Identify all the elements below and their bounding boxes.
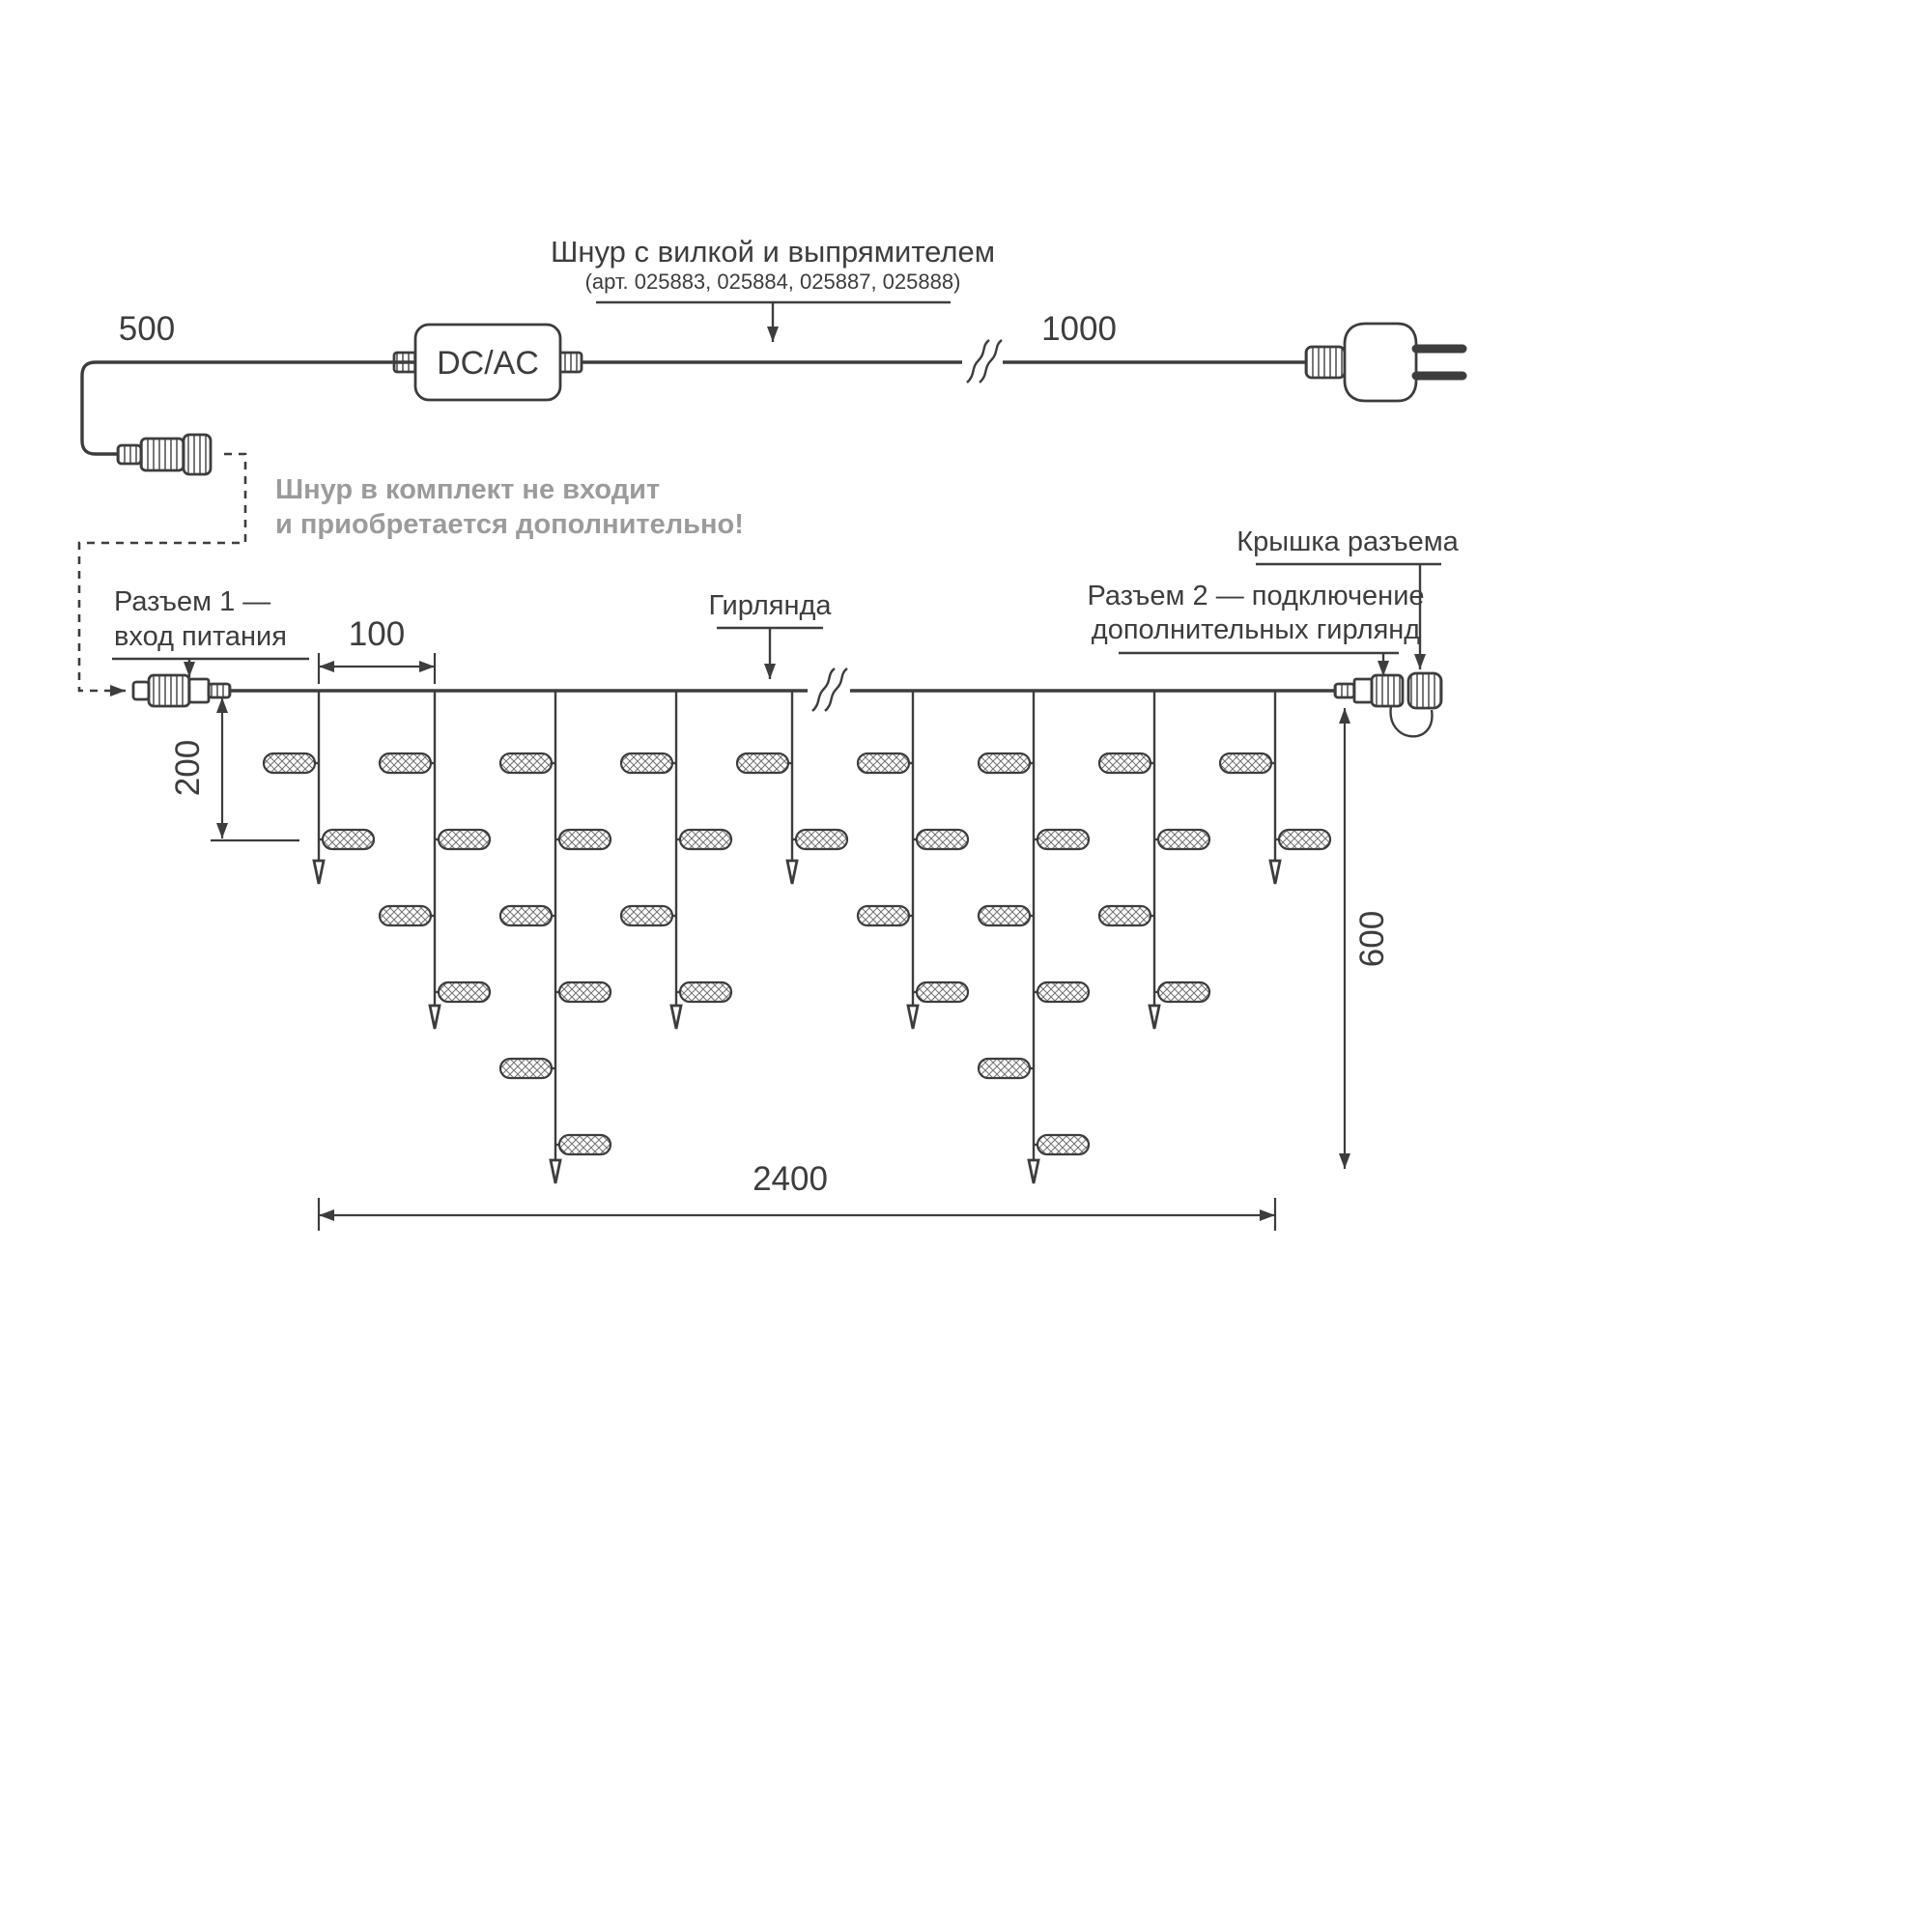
led-bulb xyxy=(557,828,612,851)
led-bulb xyxy=(977,752,1032,775)
drop-tip xyxy=(785,859,799,885)
power-plug xyxy=(1304,322,1467,403)
cap-tether xyxy=(1389,705,1434,738)
led-bulb xyxy=(1097,904,1152,927)
led-bulb xyxy=(1036,828,1091,851)
connector1-nut xyxy=(187,677,211,704)
cord-break-mark-top xyxy=(962,339,1003,384)
connector-cap xyxy=(1406,671,1443,710)
connector1-body xyxy=(147,673,191,708)
connector-cap-ring xyxy=(182,433,213,476)
converter-label: DC/AC xyxy=(437,345,539,382)
drop-tip xyxy=(549,1158,562,1184)
drop-tip xyxy=(428,1004,441,1030)
garland-drops xyxy=(262,691,1332,1184)
dim-600: 600 xyxy=(1339,708,1391,1169)
connector2-label-line2: дополнительных гирлянд xyxy=(1092,614,1421,645)
connector-2 xyxy=(1333,671,1443,738)
dim-100: 100 xyxy=(317,615,437,684)
converter-box xyxy=(413,323,562,402)
led-bulb xyxy=(321,828,376,851)
cord-title: Шнур с вилкой и выпрямителем xyxy=(551,235,995,269)
led-bulb xyxy=(1097,752,1152,775)
connector2-label-line1: Разъем 2 — подключение xyxy=(1087,581,1424,611)
led-bulb xyxy=(678,828,733,851)
led-bulb xyxy=(1218,752,1273,775)
led-bulb xyxy=(735,752,790,775)
led-bulb xyxy=(915,828,970,851)
dim-2400-label: 2400 xyxy=(753,1160,828,1198)
led-bulb xyxy=(678,980,733,1004)
plug-body xyxy=(1343,322,1418,403)
connector2-gland xyxy=(1333,682,1356,699)
dim-200-label: 200 xyxy=(169,740,207,796)
led-bulb xyxy=(856,752,911,775)
cord-articles: (арт. 025883, 025884, 025887, 025888) xyxy=(585,270,961,294)
connector2-nut xyxy=(1352,677,1374,704)
led-bulb xyxy=(557,980,612,1004)
connector-gland xyxy=(116,443,143,466)
cap-label: Крышка разъема xyxy=(1236,526,1459,557)
drop-tip xyxy=(906,1004,920,1030)
power-cord-assembly: DC/AC 500 1000 Шнур с вилкой и выпрямите… xyxy=(77,235,1467,696)
cord-500-connector xyxy=(116,433,213,476)
led-bulb xyxy=(619,752,674,775)
cord-break-mark-garland xyxy=(808,668,850,712)
drop-tip xyxy=(312,859,326,885)
led-bulb xyxy=(794,828,849,851)
dim-1000-label: 1000 xyxy=(1041,310,1117,348)
connector-body xyxy=(139,437,185,472)
led-bulb xyxy=(1036,1133,1091,1156)
dim-200: 200 xyxy=(169,697,299,842)
converter-stub-left xyxy=(392,351,419,374)
led-bulb xyxy=(977,904,1032,927)
garland: Разъем 1 — вход питания Гирлянда Разъем … xyxy=(112,526,1460,1231)
drop-tip xyxy=(1027,1158,1040,1184)
connector2-body xyxy=(1370,673,1405,708)
led-bulb xyxy=(262,752,317,775)
connector1-label-line2: вход питания xyxy=(114,621,287,652)
led-bulb xyxy=(856,904,911,927)
garland-label: Гирлянда xyxy=(708,590,832,621)
connector1-pin xyxy=(131,680,151,701)
led-bulb xyxy=(498,1057,554,1080)
led-bulb xyxy=(498,752,554,775)
led-bulb xyxy=(437,828,492,851)
led-bulb xyxy=(1277,828,1332,851)
connector1-gland xyxy=(207,682,232,699)
note-line2: и приобретается дополнительно! xyxy=(275,509,744,540)
cord-500-wire xyxy=(80,360,415,456)
dim-2400: 2400 xyxy=(317,1160,1277,1231)
note-line1: Шнур в комплект не входит xyxy=(275,474,660,505)
led-bulb xyxy=(378,904,433,927)
led-bulb xyxy=(498,904,554,927)
connector1-label-line1: Разъем 1 — xyxy=(114,586,270,617)
led-bulb xyxy=(1036,980,1091,1004)
connector-1 xyxy=(131,673,232,708)
dim-500-label: 500 xyxy=(119,310,175,348)
led-bulb xyxy=(1156,980,1211,1004)
plug-cord-grip xyxy=(1304,345,1347,380)
drop-tip xyxy=(1148,1004,1161,1030)
extension-route-dashed-arrow xyxy=(77,452,247,696)
led-bulb xyxy=(557,1133,612,1156)
dc-ac-converter: DC/AC xyxy=(392,323,583,402)
led-bulb xyxy=(977,1057,1032,1080)
led-bulb xyxy=(915,980,970,1004)
dim-600-label: 600 xyxy=(1353,911,1391,967)
drop-tip xyxy=(669,1004,683,1030)
led-bulb xyxy=(378,752,433,775)
drop-tip xyxy=(1268,859,1282,885)
dim-100-label: 100 xyxy=(349,615,405,653)
led-bulb xyxy=(619,904,674,927)
led-bulb xyxy=(1156,828,1211,851)
led-bulb xyxy=(437,980,492,1004)
converter-stub-right xyxy=(556,351,583,374)
